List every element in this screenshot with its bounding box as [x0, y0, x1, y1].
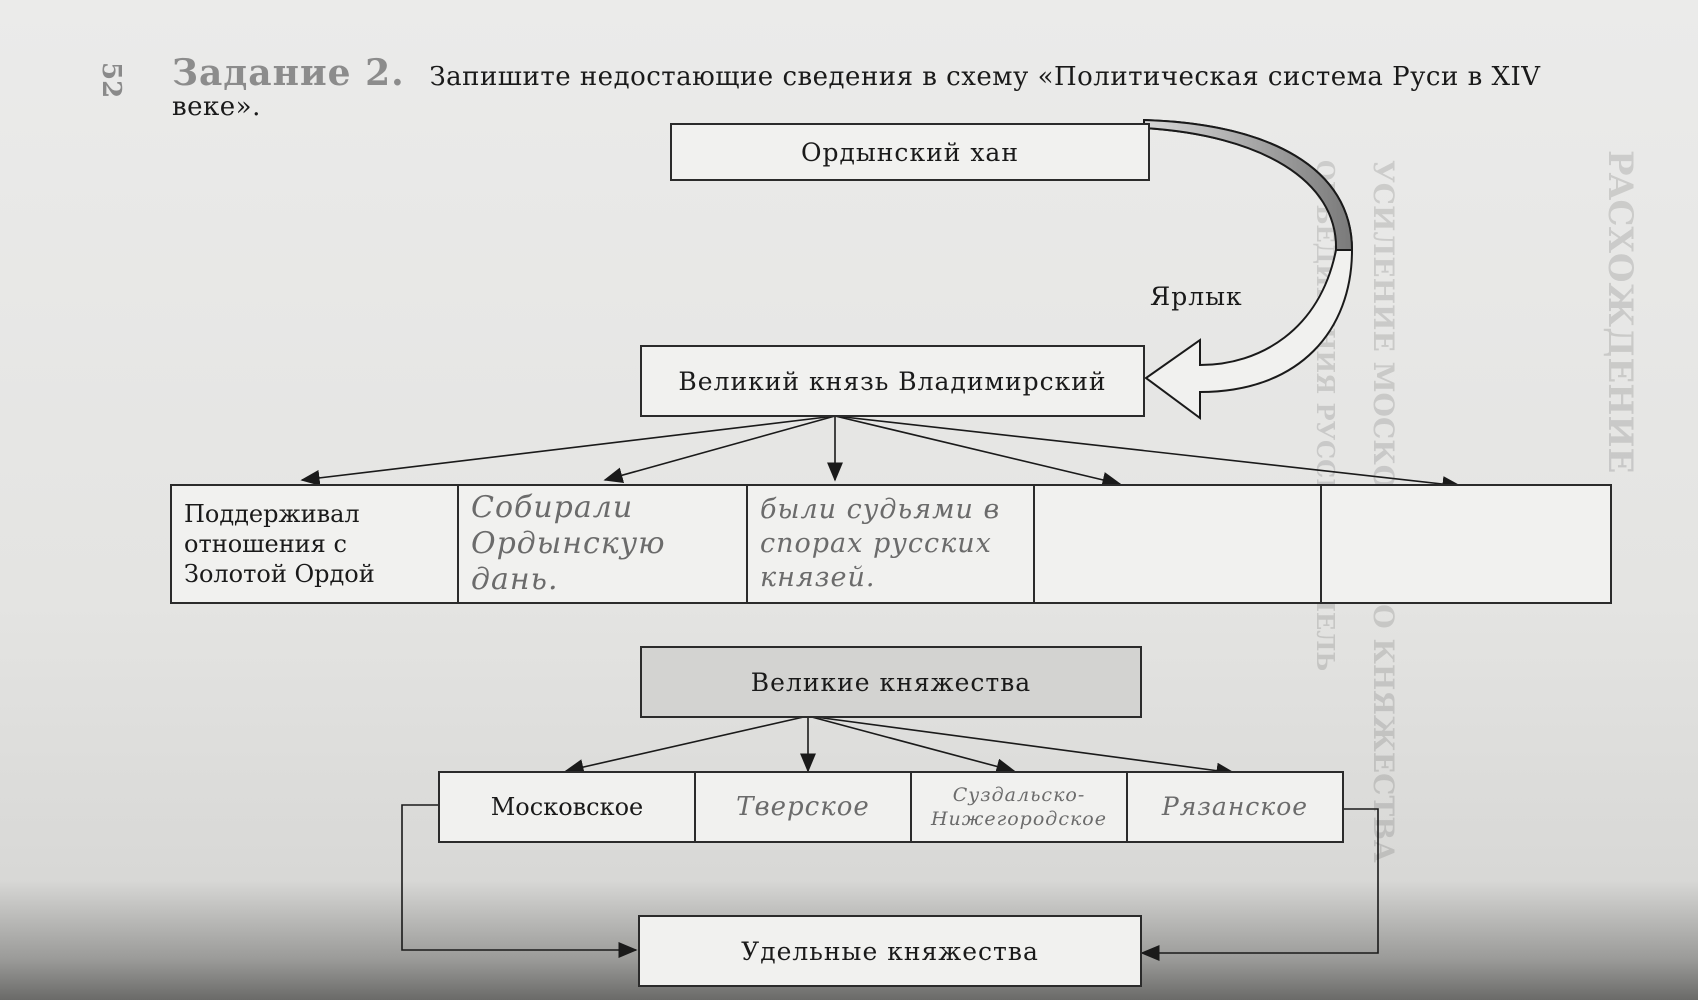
appanage-label: Удельные княжества	[741, 936, 1039, 966]
task-label: Задание 2.	[172, 52, 405, 94]
function-cell: Поддерживал отношения с Золотой Ордой	[172, 486, 459, 602]
function-cell-handwritten[interactable]: были судьями в спорах русских князей.	[748, 486, 1035, 602]
prince-to-functions-arrows	[300, 415, 1462, 492]
principality-cell-handwritten[interactable]: Тверское	[696, 773, 912, 841]
task-text: Запишите недостающие сведения в схему «П…	[172, 62, 1541, 122]
principality-cell: Московское	[440, 773, 696, 841]
grand-principalities-label: Великие княжества	[750, 667, 1032, 697]
function-text: были судьями в спорах русских князей.	[760, 494, 1001, 593]
principalities-arrows	[564, 715, 1236, 779]
grand-prince-box: Великий князь Владимирский	[640, 345, 1145, 417]
yarlyk-label: Ярлык	[1150, 282, 1243, 311]
grand-prince-label: Великий князь Владимирский	[678, 366, 1107, 396]
yarlyk-arrow	[1143, 118, 1354, 420]
principality-cell-handwritten[interactable]: Рязанское	[1128, 773, 1342, 841]
task-header: Задание 2. Запишите недостающие сведения…	[172, 55, 1612, 122]
principality-label: Суздальско-Нижегородское	[930, 784, 1107, 830]
functions-row: Поддерживал отношения с Золотой Ордой Со…	[170, 484, 1612, 604]
principalities-row: Московское Тверское Суздальско-Нижегород…	[438, 771, 1344, 843]
principality-cell-handwritten[interactable]: Суздальско-Нижегородское	[912, 773, 1128, 841]
principality-label: Московское	[490, 793, 644, 821]
appanage-brackets	[401, 804, 1379, 961]
grand-principalities-box: Великие княжества	[640, 646, 1142, 718]
function-cell-empty[interactable]	[1322, 486, 1610, 602]
function-cell-handwritten[interactable]: Собирали Ордынскую дань.	[459, 486, 748, 602]
function-cell-empty[interactable]	[1035, 486, 1322, 602]
appanage-box: Удельные княжества	[638, 915, 1142, 987]
function-text: Поддерживал отношения с Золотой Ордой	[184, 500, 375, 588]
principality-label: Рязанское	[1161, 792, 1309, 821]
principality-label: Тверское	[736, 792, 870, 822]
khan-box: Ордынский хан	[670, 123, 1150, 181]
khan-label: Ордынский хан	[800, 137, 1020, 167]
function-text: Собирали Ордынскую дань.	[471, 490, 666, 597]
